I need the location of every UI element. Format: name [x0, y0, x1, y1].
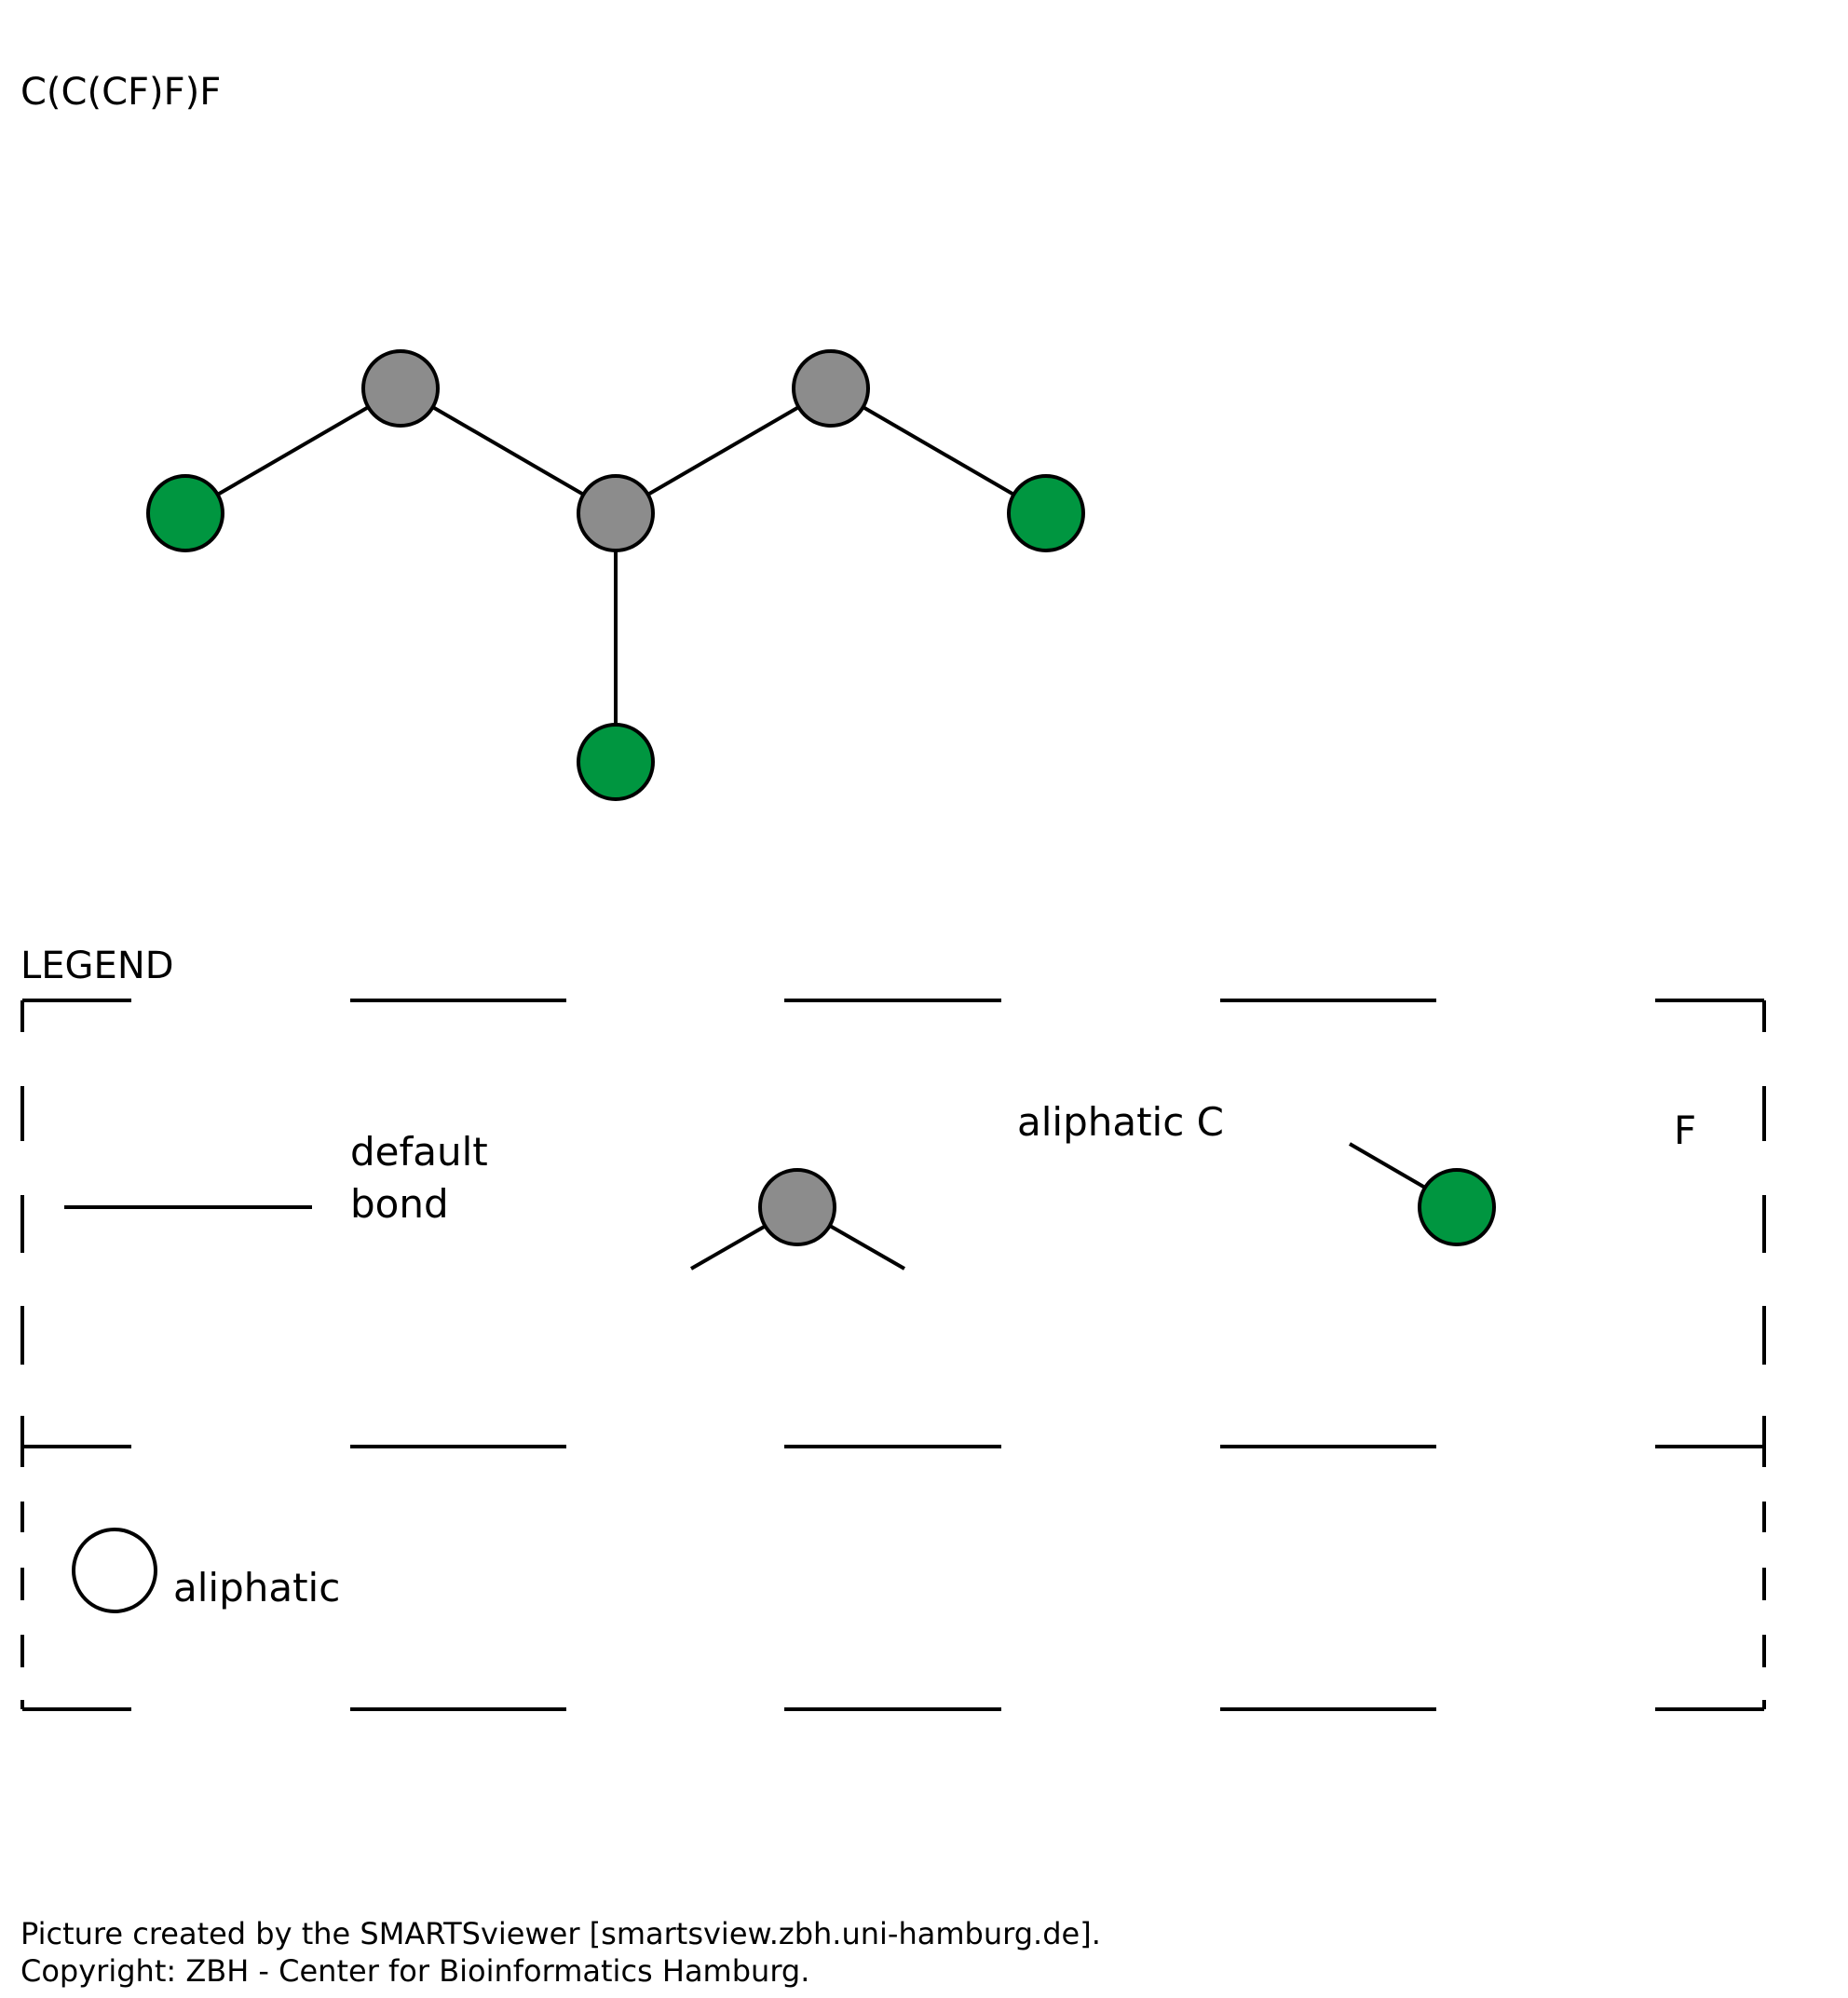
- aliphatic-marker-circle: [72, 1528, 157, 1613]
- legend-aliphatic-label: aliphatic: [173, 1565, 340, 1611]
- legend-item-aliphatic: aliphatic: [72, 1528, 340, 1613]
- fluorine-atom-f1: [146, 474, 224, 552]
- fluorine-atom-f3: [577, 723, 655, 801]
- legend-title: LEGEND: [20, 945, 174, 987]
- bond-f1-c1: [183, 387, 402, 515]
- legend-carbon-atom: [758, 1168, 836, 1246]
- legend-carbon-bond-right: [829, 1224, 905, 1271]
- fluorine-atom-f2: [1007, 474, 1085, 552]
- footer-copyright: Copyright: ZBH - Center for Bioinformati…: [20, 1953, 809, 1989]
- legend-bond-label-line2: bond: [350, 1181, 449, 1227]
- carbon-atom-c2: [577, 474, 655, 552]
- legend-item-default-bond: default bond: [64, 1129, 488, 1227]
- carbon-atom-c1: [361, 349, 440, 428]
- footer-credit: Picture created by the SMARTSviewer [sma…: [20, 1916, 1101, 1951]
- legend-bond-label-line1: default: [350, 1129, 488, 1175]
- bond-c2-c3: [614, 387, 833, 515]
- carbon-atom-c3: [792, 349, 870, 428]
- atom-layer: [146, 349, 1085, 801]
- legend-frame: [20, 999, 1766, 1711]
- bond-layer: [183, 387, 1048, 762]
- legend-carbon-bond-left: [690, 1224, 767, 1271]
- smiles-string: C(C(CF)F)F: [20, 71, 221, 114]
- bond-c1-c2: [399, 387, 618, 515]
- molecule-graph: [146, 349, 1085, 801]
- bond-c3-f2: [829, 387, 1048, 515]
- legend-item-aliphatic-c: aliphatic C: [690, 1099, 1224, 1271]
- legend-fluorine-atom: [1418, 1168, 1496, 1246]
- legend-item-fluorine: F: [1348, 1108, 1696, 1246]
- legend-carbon-label: aliphatic C: [1017, 1099, 1224, 1145]
- legend-fluorine-bond: [1348, 1142, 1427, 1189]
- legend-fluorine-label: F: [1674, 1108, 1696, 1153]
